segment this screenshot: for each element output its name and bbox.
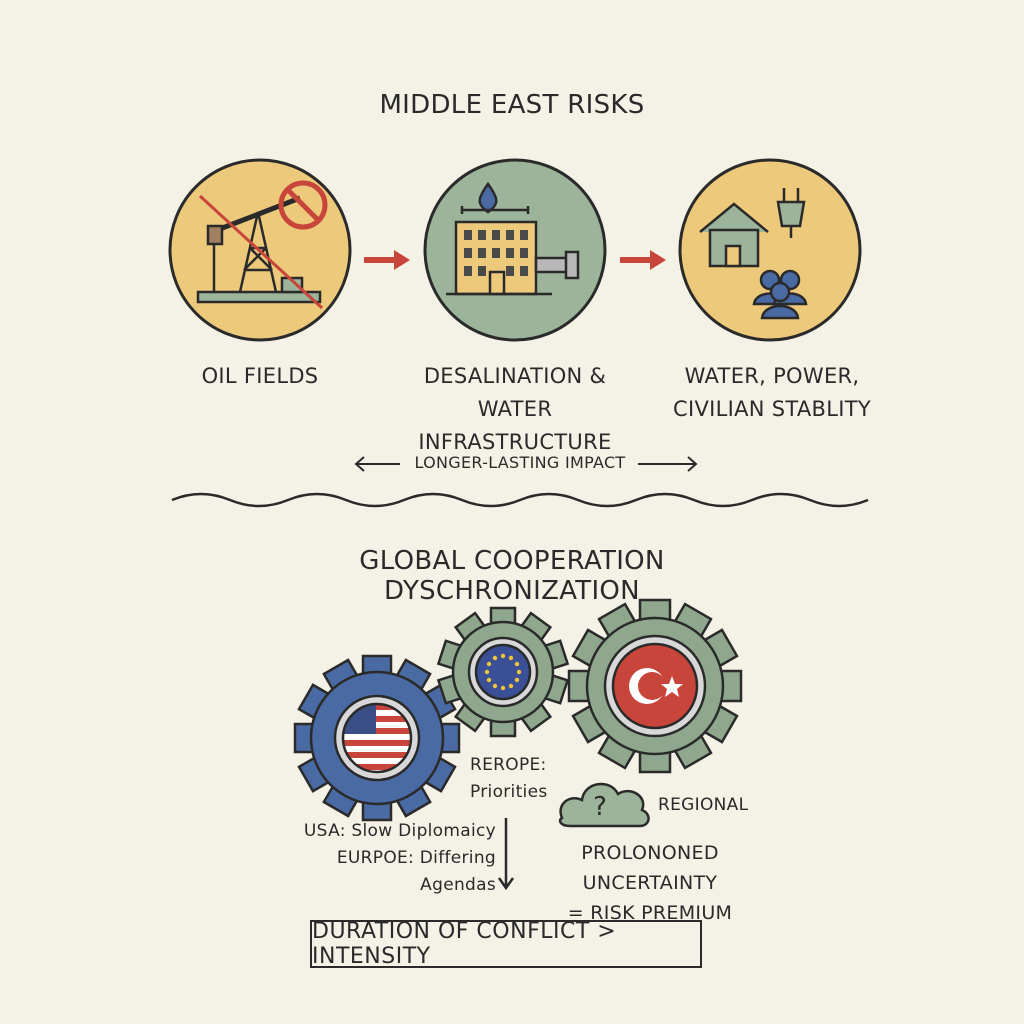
impact-double-arrow (354, 456, 698, 472)
top-title: MIDDLE EAST RISKS (379, 90, 645, 120)
oil-fields-label: OIL FIELDS (160, 360, 360, 393)
eu-flag-icon (474, 643, 532, 701)
europe-note-line-1: REROPE: (470, 755, 547, 775)
turkey-gear (567, 598, 743, 774)
civilian-label-line-1: WATER, POWER, (684, 364, 860, 388)
oil-fields-node (168, 158, 352, 342)
desalination-plant-icon (446, 181, 580, 296)
civilian-circle (678, 158, 862, 342)
uncertainty-note-line-2: = RISK PREMIUM (567, 902, 733, 924)
civilian-label-line-2: CIVILIAN STABLITY (672, 397, 871, 421)
arrow-2 (620, 250, 666, 270)
oil-derrick-icon (196, 195, 322, 304)
desalination-node (423, 158, 607, 342)
uncertainty-cloud-icon: ? (558, 782, 650, 828)
turkey-flag-icon (611, 642, 699, 730)
oil-fields-label-line: OIL FIELDS (201, 364, 319, 388)
wavy-divider (171, 492, 869, 508)
usa-note-line-1: USA: Slow Diplomaicy (303, 821, 496, 841)
desalination-label: DESALINATION & WATER INFRASTRUCTURE (380, 360, 650, 459)
europe-note: REROPE: Priorities (470, 752, 580, 806)
house-icon (699, 202, 769, 268)
plug-icon (776, 188, 806, 238)
cross-out-line (198, 194, 324, 310)
usa-note: USA: Slow Diplomaicy EURPOE: Differing A… (266, 818, 496, 899)
civilian-node (678, 158, 862, 342)
impact-label: LONGER-LASTING IMPACT (414, 453, 626, 472)
svg-text:?: ? (593, 792, 607, 822)
usa-gear (293, 654, 461, 822)
conclusion-box: DURATION OF CONFLICT > INTENSITY (310, 919, 702, 969)
uncertainty-note-line-1: PROLONONED UNCERTAINTY (581, 842, 719, 894)
europe-note-line-2: Priorities (470, 782, 548, 802)
usa-note-line-2: EURPOE: Differing Agendas (336, 848, 496, 895)
uncertainty-note: PROLONONED UNCERTAINTY = RISK PREMIUM (520, 838, 780, 928)
regional-label: REGIONAL (658, 795, 749, 815)
people-icon (752, 269, 808, 320)
bottom-title: GLOBAL COOPERATION DYSCHRONIZATION (359, 546, 665, 606)
prohibited-icon (278, 180, 328, 230)
eu-gear (436, 606, 570, 738)
usa-flag-icon (341, 702, 413, 774)
desalination-label-line-2: WATER INFRASTRUCTURE (418, 397, 612, 454)
arrow-1 (364, 250, 410, 270)
desalination-label-line-1: DESALINATION & (423, 364, 607, 388)
civilian-label: WATER, POWER, CIVILIAN STABLITY (662, 360, 882, 426)
down-arrow (497, 818, 515, 891)
